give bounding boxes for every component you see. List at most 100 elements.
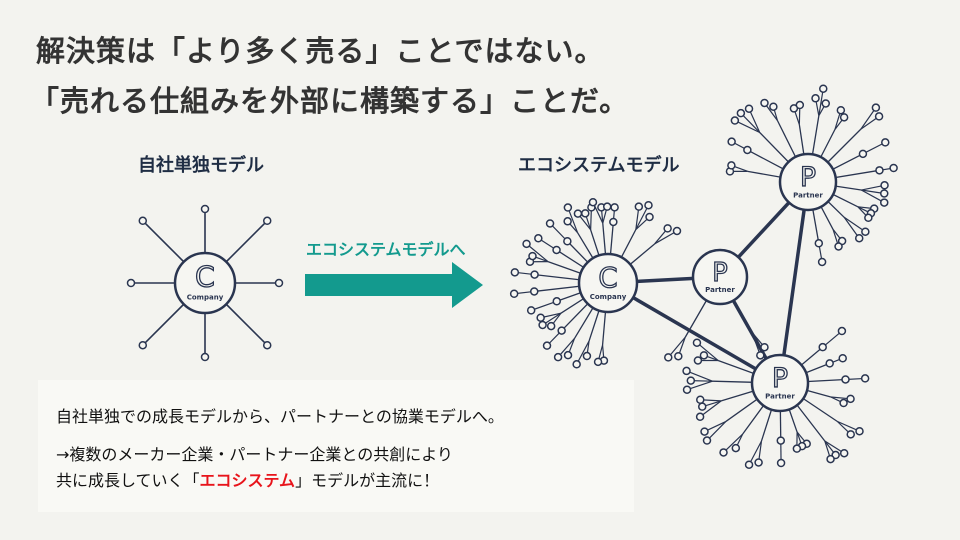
leaf-node [860,374,870,383]
leaf-node [686,376,696,385]
partner-1-letter: P [712,258,727,288]
leaf-node [871,103,881,112]
solo-company-letter: C [195,261,215,294]
transition-arrow [305,262,483,308]
leaf-node [200,352,210,362]
leaf-node [509,289,519,299]
leaf-node [126,278,136,288]
partner-2-circle [778,152,838,212]
edge [576,340,590,365]
edge [734,120,760,134]
leaf-node [697,402,707,411]
leaf-node [769,102,778,111]
leaf-node [563,350,573,360]
leaf-node [672,226,682,236]
leaf-node [776,436,786,445]
leaf-node [864,213,873,223]
eco-company-letter: C [598,262,617,294]
edge [696,342,719,361]
leaf-node [841,375,850,384]
leaf-node [545,219,555,228]
leaf-node [634,202,644,211]
partner-3-circle [750,353,810,413]
leaf-node [138,340,148,350]
summary-textbox: 自社単独での成長モデルから、パートナーとの協業モデルへ。 →複数のメーカー企業・… [38,380,634,512]
leaf-node [699,351,709,360]
partner-1-circle [691,248,749,306]
leaf-node [542,341,552,350]
edge [748,108,761,133]
leaf-node [534,234,543,243]
leaf-node [825,359,834,368]
leaf-node [588,197,598,207]
leaf-node [736,108,746,118]
leaf-node [821,99,830,108]
leaf-node [881,138,890,147]
edge [686,370,713,382]
leaf-node [700,427,709,436]
edge [654,230,678,245]
leaf-node [552,245,561,255]
leaf-node [846,394,855,404]
leaf-node [582,351,592,361]
leaf-node [838,353,847,363]
summary-line-3-pre: 共に成長していく「 [56,471,200,490]
leaf-node [682,366,691,376]
leaf-node [692,338,702,347]
leaf-node [200,204,210,214]
leaf-node [674,351,683,361]
summary-line-3-post: 」モデルが主流に！ [295,471,440,490]
leaf-node [274,278,284,288]
leaf-node [645,212,654,222]
ecosystem-highlight: エコシステム [199,471,296,490]
headline-line-2: 「売れる仕組みを外部に構築する」ことだ。 [30,84,630,118]
leaf-node [593,357,603,367]
headline-line-1: 解決策は「より多く売る」ことではない。 [36,34,605,68]
leaf-node [536,313,545,322]
leaf-node [581,209,590,218]
edge [778,181,810,384]
partner-1-label: Partner [705,286,735,294]
arrow-label: エコシステムモデルへ [306,240,466,259]
leaf-node [557,326,566,335]
summary-line-2: →複数のメーカー企業・パートナー企業との共創により [56,445,453,464]
edge [667,336,686,358]
edge [526,243,549,263]
leaf-node [879,189,889,198]
ecosystem-model-label: エコシステムモデル [518,155,680,176]
summary-line-3: 共に成長していく「エコシステム」モデルが主流に！ [56,467,439,491]
leaf-node [836,105,846,115]
leaf-node [529,287,539,296]
solo-company-circle [173,251,237,315]
edge [607,281,781,385]
edge [860,189,885,204]
leaf-node [573,209,583,218]
eco-company-circle [577,252,639,314]
leaf-node [563,203,573,212]
partner-2-label: Partner [793,191,823,199]
leaf-node [879,198,889,207]
edge [706,421,727,441]
leaf-node [889,163,898,173]
leaf-node [610,203,619,212]
leaf-node [262,340,272,350]
leaf-node [839,448,849,458]
leaf-node [528,251,537,261]
edge [723,433,744,453]
leaf-node [510,268,520,277]
edge [567,207,579,233]
leaf-node [792,444,802,453]
leaf-node [609,217,618,227]
edge [748,440,762,466]
solo-company-label: Company [187,294,224,302]
leaf-node [682,385,692,394]
edge [686,380,713,391]
edge [530,300,557,311]
leaf-node [880,181,889,190]
leaf-node [572,360,581,369]
edge [843,216,860,239]
solo-model-label: 自社単独モデル [138,155,264,176]
